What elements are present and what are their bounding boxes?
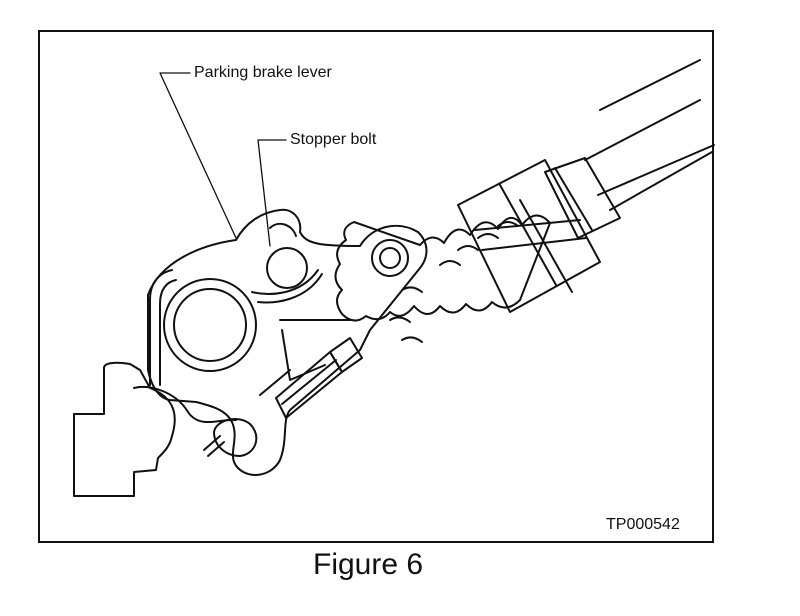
rubber-boot bbox=[335, 215, 550, 342]
mounting-bracket bbox=[74, 363, 256, 496]
brake-cable bbox=[585, 60, 714, 210]
label-stopper-bolt: Stopper bolt bbox=[290, 131, 377, 148]
label-parking-brake-lever: Parking brake lever bbox=[194, 64, 332, 81]
leader-lines bbox=[160, 73, 286, 246]
figure-frame bbox=[38, 30, 714, 543]
figure-caption: Figure 6 bbox=[313, 548, 424, 581]
push-rod bbox=[275, 337, 363, 419]
leader-stopper-bolt bbox=[258, 140, 286, 246]
stopper-bolt bbox=[267, 224, 307, 288]
parking-brake-lever bbox=[148, 210, 427, 475]
cable-end-fitting bbox=[457, 157, 621, 313]
figure-code: TP000542 bbox=[606, 516, 680, 533]
leader-parking-brake-lever bbox=[160, 73, 236, 238]
